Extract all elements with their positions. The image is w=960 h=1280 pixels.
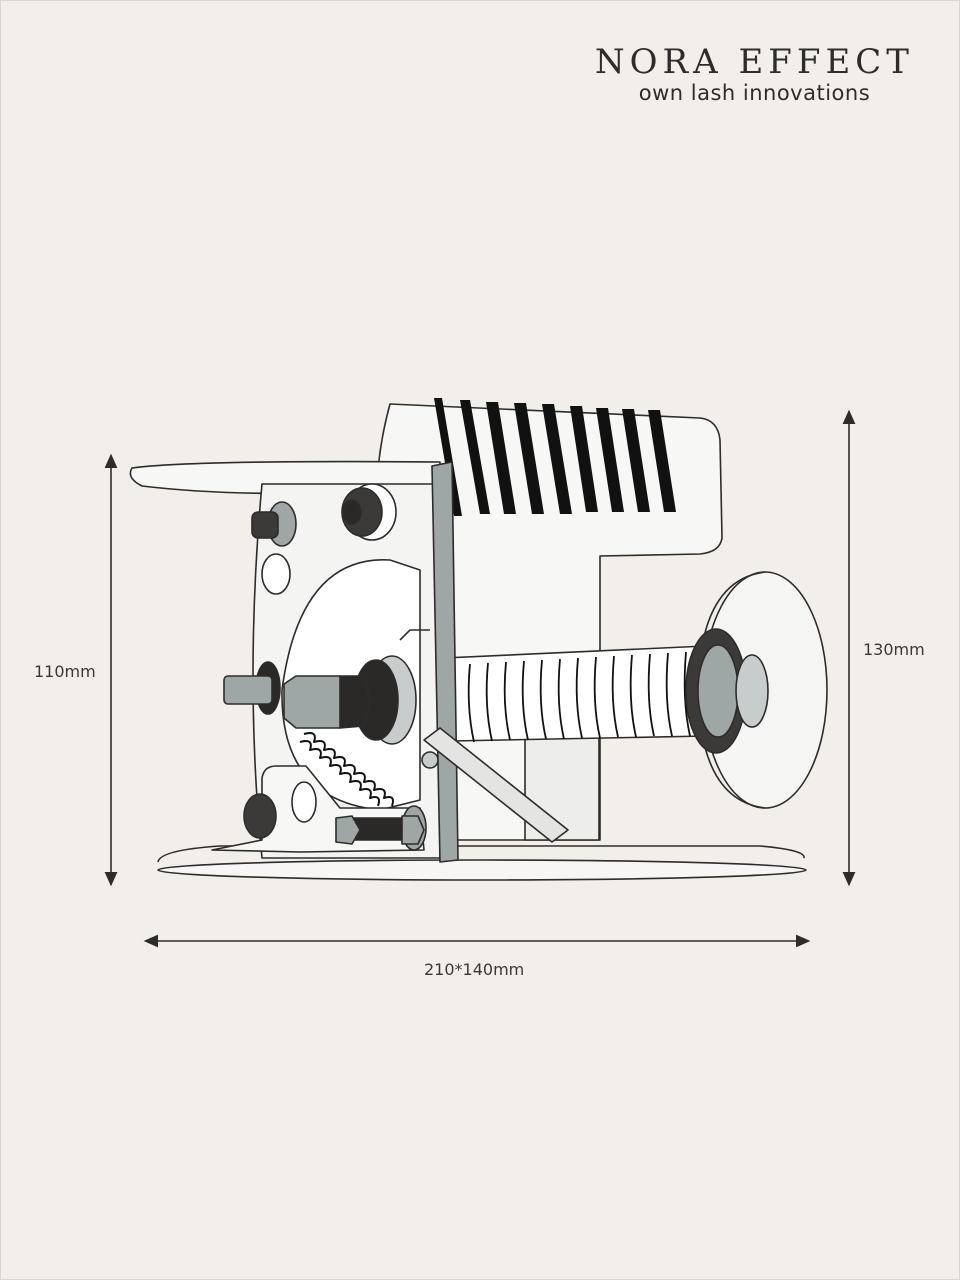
brand-name: NORA EFFECT bbox=[594, 42, 914, 82]
dimension-right-height: 130mm bbox=[863, 640, 925, 659]
spacer bbox=[261, 553, 291, 595]
support-strut bbox=[421, 727, 569, 843]
bottom-bolt bbox=[335, 805, 427, 851]
brand-logo: NORA EFFECT own lash innovations bbox=[595, 40, 914, 104]
cooling-fins bbox=[434, 398, 676, 516]
center-nut bbox=[283, 655, 417, 745]
adjuster-bolt bbox=[223, 661, 281, 715]
dimension-left-height: 110mm bbox=[34, 662, 96, 681]
left-small-bolt bbox=[251, 501, 297, 547]
dimension-base: 210*140mm bbox=[424, 960, 525, 979]
base-plate bbox=[157, 845, 807, 881]
tension-spring bbox=[299, 732, 394, 807]
top-bolt bbox=[341, 483, 397, 541]
brand-tagline: own lash innovations bbox=[638, 81, 871, 105]
lash-roller bbox=[399, 628, 769, 754]
